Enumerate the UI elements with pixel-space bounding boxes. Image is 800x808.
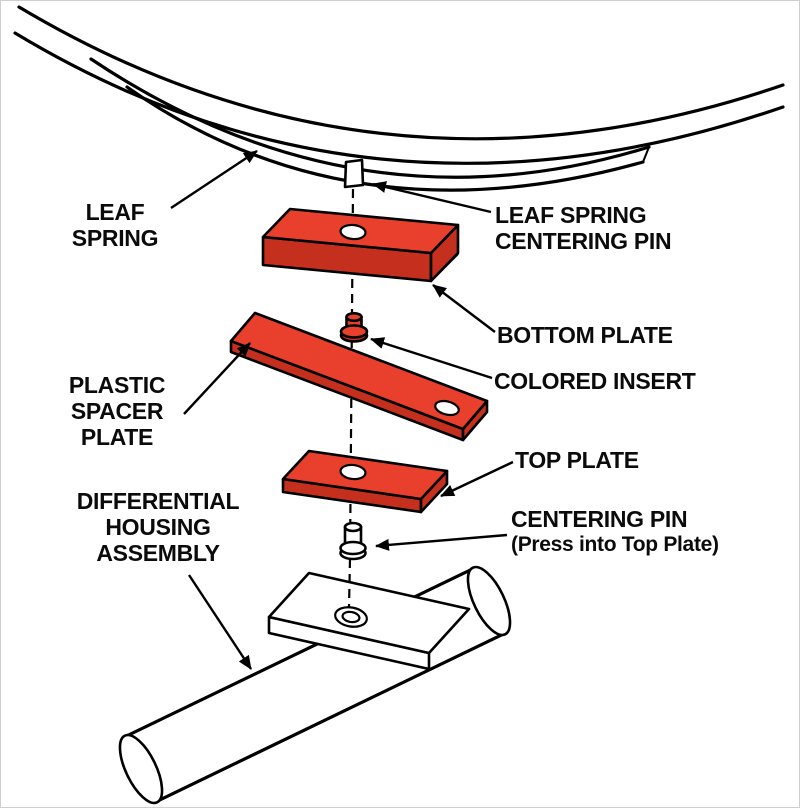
leaf-spring-centering-pin-arrow [372,181,492,214]
leaf-spring-curve [125,85,645,192]
perch-hole-inner [341,610,361,624]
centering-pin-part [339,521,367,561]
bottom-plate-part [261,207,460,283]
spring-perch-top-face [267,571,471,655]
bottom-plate-hole [339,223,367,241]
label-bottom-plate: BOTTOM PLATE [497,322,673,348]
label-line: PLASTIC [68,372,166,398]
label-line: CENTERING PIN [511,506,688,532]
top-pin-body [343,158,365,189]
top-plate-part [281,449,449,514]
leaf-spring-arrow [170,149,258,210]
top-plate-arrow [440,460,514,498]
axle-tube-right-cap [466,565,512,637]
label-line: SPACER [70,398,164,424]
center-axis-dashed-line-lower [347,558,352,608]
spacer-top-face [229,311,489,431]
label-line: PLATE [80,424,154,450]
centering-pin-arrow [375,533,508,551]
label-plastic-spacer-plate: PLASTIC SPACER PLATE [53,372,181,450]
leaf-spring-centering-pin-part [343,158,365,189]
insert-top [345,311,363,323]
leaf-spring-curve [13,31,785,165]
spacer-hole [434,399,460,417]
label-line: ASSEMBLY [96,540,220,566]
top-plate-hole [339,463,367,481]
label-line: LEAF [85,199,145,225]
differential-housing-arrow [187,574,253,670]
pin-top [343,521,363,533]
label-line: TOP PLATE [515,447,639,473]
label-line: BOTTOM PLATE [497,322,673,348]
plastic-spacer-plate-arrow [183,342,251,415]
leaf-spring-curve [17,5,785,141]
pin-collar-top [339,540,367,556]
label-line: SPRING [71,225,159,251]
label-line: DIFFERENTIAL [76,488,240,514]
plastic-spacer-plate-part [229,311,489,442]
leaf-spring-drawing [13,5,785,192]
label-line: CENTERING PIN [495,228,672,254]
label-line: (Press into Top Plate) [511,533,719,556]
label-centering-pin: CENTERING PIN (Press into Top Plate) [511,506,719,558]
axle-tube-left-cap [118,733,164,805]
callout-arrows [170,149,514,670]
leaf-tip-line [642,146,650,163]
label-leaf-spring-centering-pin: LEAF SPRING CENTERING PIN [495,202,672,254]
label-differential-housing-assembly: DIFFERENTIAL HOUSING ASSEMBLY [69,488,247,566]
axle-tube-bottom-edge [155,631,507,803]
colored-insert-arrow [370,337,493,380]
label-top-plate: TOP PLATE [515,447,639,473]
insert-flange-top [339,324,369,339]
label-line: COLORED INSERT [494,368,696,394]
label-colored-insert: COLORED INSERT [494,368,696,394]
bottom-plate-arrow [432,284,496,333]
differential-housing-part [118,565,512,805]
label-line: LEAF SPRING [495,202,647,228]
label-line: HOUSING [105,514,211,540]
bottom-plate-step-line [433,253,459,279]
colored-insert-part [339,311,369,343]
label-leaf-spring: LEAF SPRING [59,199,171,251]
